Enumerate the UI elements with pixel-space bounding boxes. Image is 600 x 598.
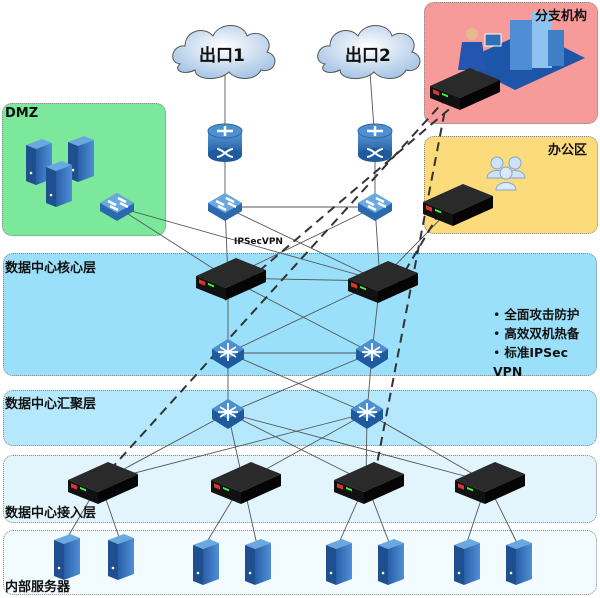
router-exit-1[interactable] xyxy=(206,122,244,164)
zone-aggregation xyxy=(3,390,597,446)
cloud-label-exit-2: 出口2 xyxy=(345,46,391,66)
internal-server-3[interactable] xyxy=(193,539,219,585)
ipsec-vpn-tunnel xyxy=(224,99,461,301)
edge-switch-1[interactable] xyxy=(206,191,244,223)
cloud-exit-2 xyxy=(317,25,421,79)
feature-list: 全面攻击防护 高效双机热备 标准IPSec VPN xyxy=(493,305,600,381)
network-link xyxy=(227,277,373,354)
zone-label-servers: 内部服务器 xyxy=(5,580,71,595)
router-exit-2[interactable] xyxy=(356,122,394,164)
agg-l3-switch-1[interactable] xyxy=(211,398,245,430)
core-l3-switch-1[interactable] xyxy=(211,338,245,370)
internal-server-8[interactable] xyxy=(506,539,532,585)
core-l3-switch-2[interactable] xyxy=(355,338,389,370)
feature-item: 标准IPSec VPN xyxy=(493,343,600,381)
zone-label-access: 数据中心接入层 xyxy=(5,506,97,521)
internal-server-1[interactable] xyxy=(54,534,80,580)
internal-server-4[interactable] xyxy=(245,539,271,585)
internal-server-6[interactable] xyxy=(378,539,404,585)
access-firewall-1[interactable] xyxy=(68,462,138,504)
network-link xyxy=(116,206,381,282)
feature-item: 高效双机热备 xyxy=(493,324,600,343)
zone-label-office: 办公区 xyxy=(548,143,588,158)
network-link xyxy=(366,412,488,483)
network-link xyxy=(227,352,368,414)
dmz-switch[interactable] xyxy=(98,191,136,223)
ipsec-vpn-tunnel xyxy=(387,211,441,301)
network-link xyxy=(99,412,368,483)
dmz-server-3[interactable] xyxy=(46,161,72,207)
access-firewall-4[interactable] xyxy=(455,462,525,504)
zone-label-aggregation: 数据中心汇聚层 xyxy=(5,397,97,412)
zone-label-core: 数据中心核心层 xyxy=(5,261,97,276)
network-link xyxy=(227,412,488,483)
internal-server-2[interactable] xyxy=(108,534,134,580)
edge-switch-2[interactable] xyxy=(356,191,394,223)
ipsec-vpn-tunnel xyxy=(371,109,446,491)
ipsec-vpn-tunnel xyxy=(109,99,446,471)
network-link xyxy=(227,352,373,414)
internal-server-7[interactable] xyxy=(454,539,480,585)
internal-server-5[interactable] xyxy=(326,539,352,585)
ipsec-vpn-link-label: IPSecVPN xyxy=(234,237,283,247)
network-link xyxy=(224,206,381,282)
zone-servers xyxy=(3,530,597,595)
branch-office-illustration xyxy=(458,12,585,90)
cloud-label-exit-1: 出口1 xyxy=(199,46,245,66)
zone-label-dmz: DMZ xyxy=(5,106,39,121)
access-firewall-3[interactable] xyxy=(334,462,404,504)
cloud-exit-1 xyxy=(172,25,276,79)
zone-label-branch: 分支机构 xyxy=(535,9,588,24)
network-link xyxy=(227,412,367,483)
feature-item: 全面攻击防护 xyxy=(493,305,600,324)
agg-l3-switch-2[interactable] xyxy=(350,398,384,430)
access-firewall-2[interactable] xyxy=(211,462,281,504)
office-firewall[interactable] xyxy=(423,184,493,226)
users-icon xyxy=(486,156,526,191)
network-link xyxy=(116,206,229,279)
